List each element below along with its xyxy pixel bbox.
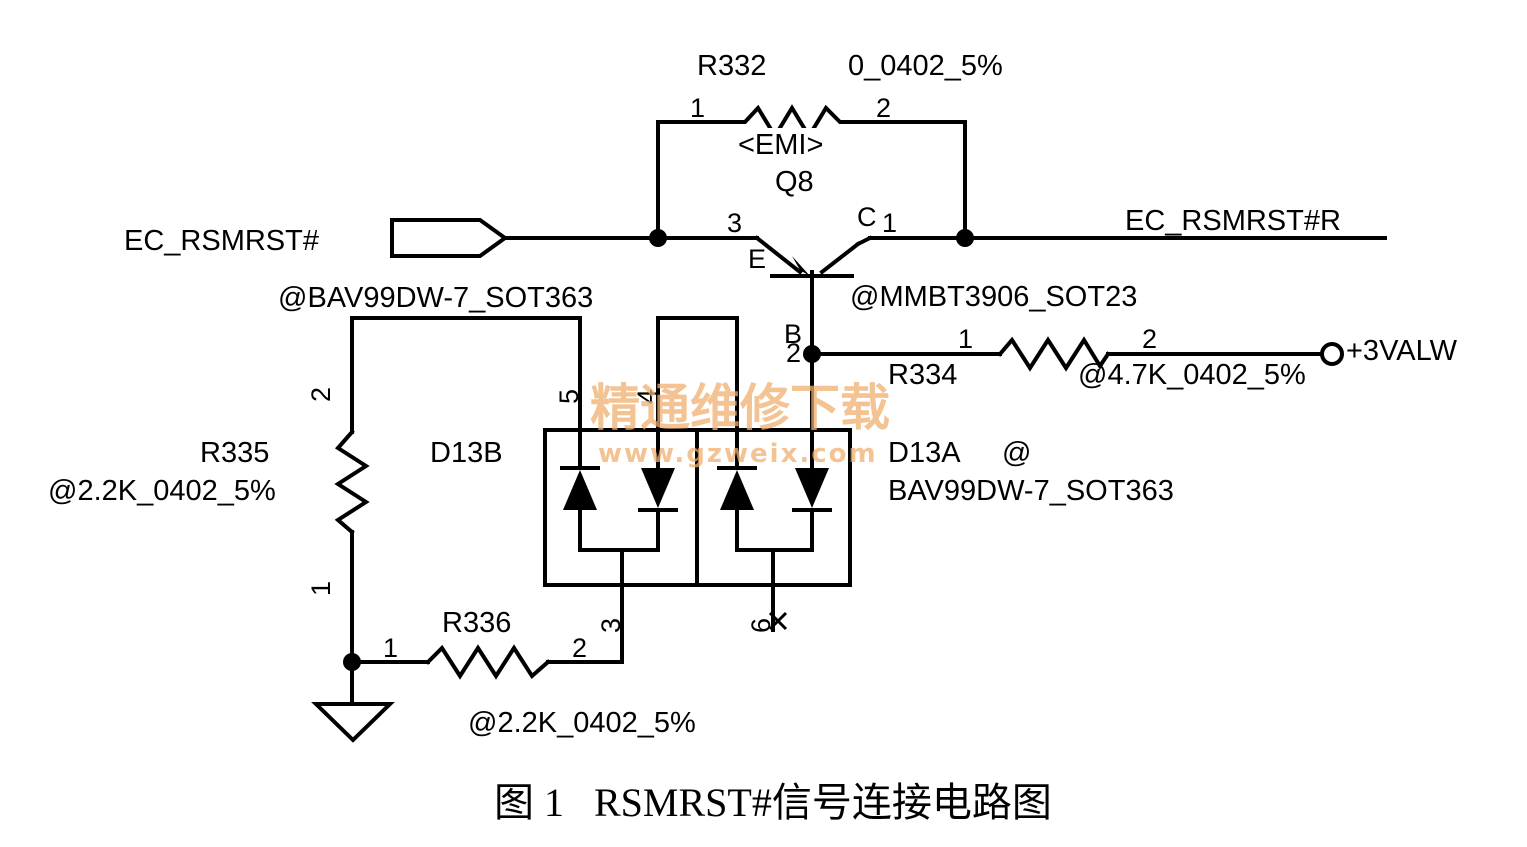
d13b-pin3: 3: [596, 618, 626, 633]
d13b-pin5: 5: [554, 389, 584, 404]
r334-value: @4.7K_0402_5%: [1078, 359, 1306, 391]
r332-pin2: 2: [876, 93, 891, 123]
d13a-at: @: [1002, 437, 1031, 469]
junction-dots: [343, 229, 974, 671]
r332-emi-note: <EMI>: [738, 129, 823, 161]
net-label-ec-rsmrst-r: EC_RSMRST#R: [1125, 205, 1341, 237]
r336-pin2: 2: [572, 633, 587, 663]
r336-value: @2.2K_0402_5%: [468, 707, 696, 739]
resistor-r334: R334 @4.7K_0402_5% 1 2: [888, 324, 1306, 391]
q8-pin-c: 1: [882, 208, 897, 238]
q8-value: @MMBT3906_SOT23: [850, 281, 1137, 313]
r336-pin1: 1: [383, 633, 398, 663]
r335-pin1: 1: [306, 581, 336, 596]
q8-ref: Q8: [775, 166, 814, 198]
ground-symbol: [311, 702, 395, 743]
transistor-q8: Q8 @MMBT3906_SOT23 3 1 2 E C B: [727, 166, 1137, 368]
resistor-r335: R335 @2.2K_0402_5% 2 1: [48, 387, 370, 596]
net-label-vcc: +3VALW: [1346, 335, 1458, 367]
net-label-ec-rsmrst: EC_RSMRST#: [124, 225, 319, 257]
r335-ref: R335: [200, 437, 269, 469]
q8-label-e: E: [748, 244, 766, 274]
q8-pin-b: 2: [786, 338, 801, 368]
r334-pin2: 2: [1142, 324, 1157, 354]
d13b-pin4: 4: [632, 389, 662, 404]
r335-pin2: 2: [306, 387, 336, 402]
q8-label-b: B: [784, 319, 802, 349]
r332-value: 0_0402_5%: [848, 50, 1003, 82]
r332-ref: R332: [697, 50, 766, 82]
r334-ref: R334: [888, 359, 957, 391]
r336-ref: R336: [442, 607, 511, 639]
d13a-value: BAV99DW-7_SOT363: [888, 475, 1174, 507]
resistor-r332: R332 0_0402_5% 1 2 <EMI>: [690, 50, 1003, 161]
q8-label-c: C: [857, 202, 877, 232]
diode-package-d13: D13B @BAV99DW-7_SOT363 5 4 3 D13A @ BAV9…: [278, 282, 1174, 633]
q8-pin-e: 3: [727, 208, 742, 238]
input-port-symbol: [390, 218, 509, 258]
r334-pin1: 1: [958, 324, 973, 354]
r335-value: @2.2K_0402_5%: [48, 475, 276, 507]
watermark-cn: 精通维修下载: [590, 378, 890, 437]
d13a-ref: D13A: [888, 437, 961, 469]
power-port-symbol: [1320, 342, 1344, 366]
r332-pin1: 1: [690, 93, 705, 123]
d13b-ref: D13B: [430, 437, 503, 469]
resistor-r336: R336 @2.2K_0402_5% 1 2: [383, 607, 696, 739]
watermark-url: www.gzweix.com: [598, 439, 878, 469]
d13a-pin6: 6: [746, 618, 776, 633]
figure-caption: 图 1 RSMRST#信号连接电路图: [494, 780, 1052, 825]
d13b-value: @BAV99DW-7_SOT363: [278, 282, 593, 314]
